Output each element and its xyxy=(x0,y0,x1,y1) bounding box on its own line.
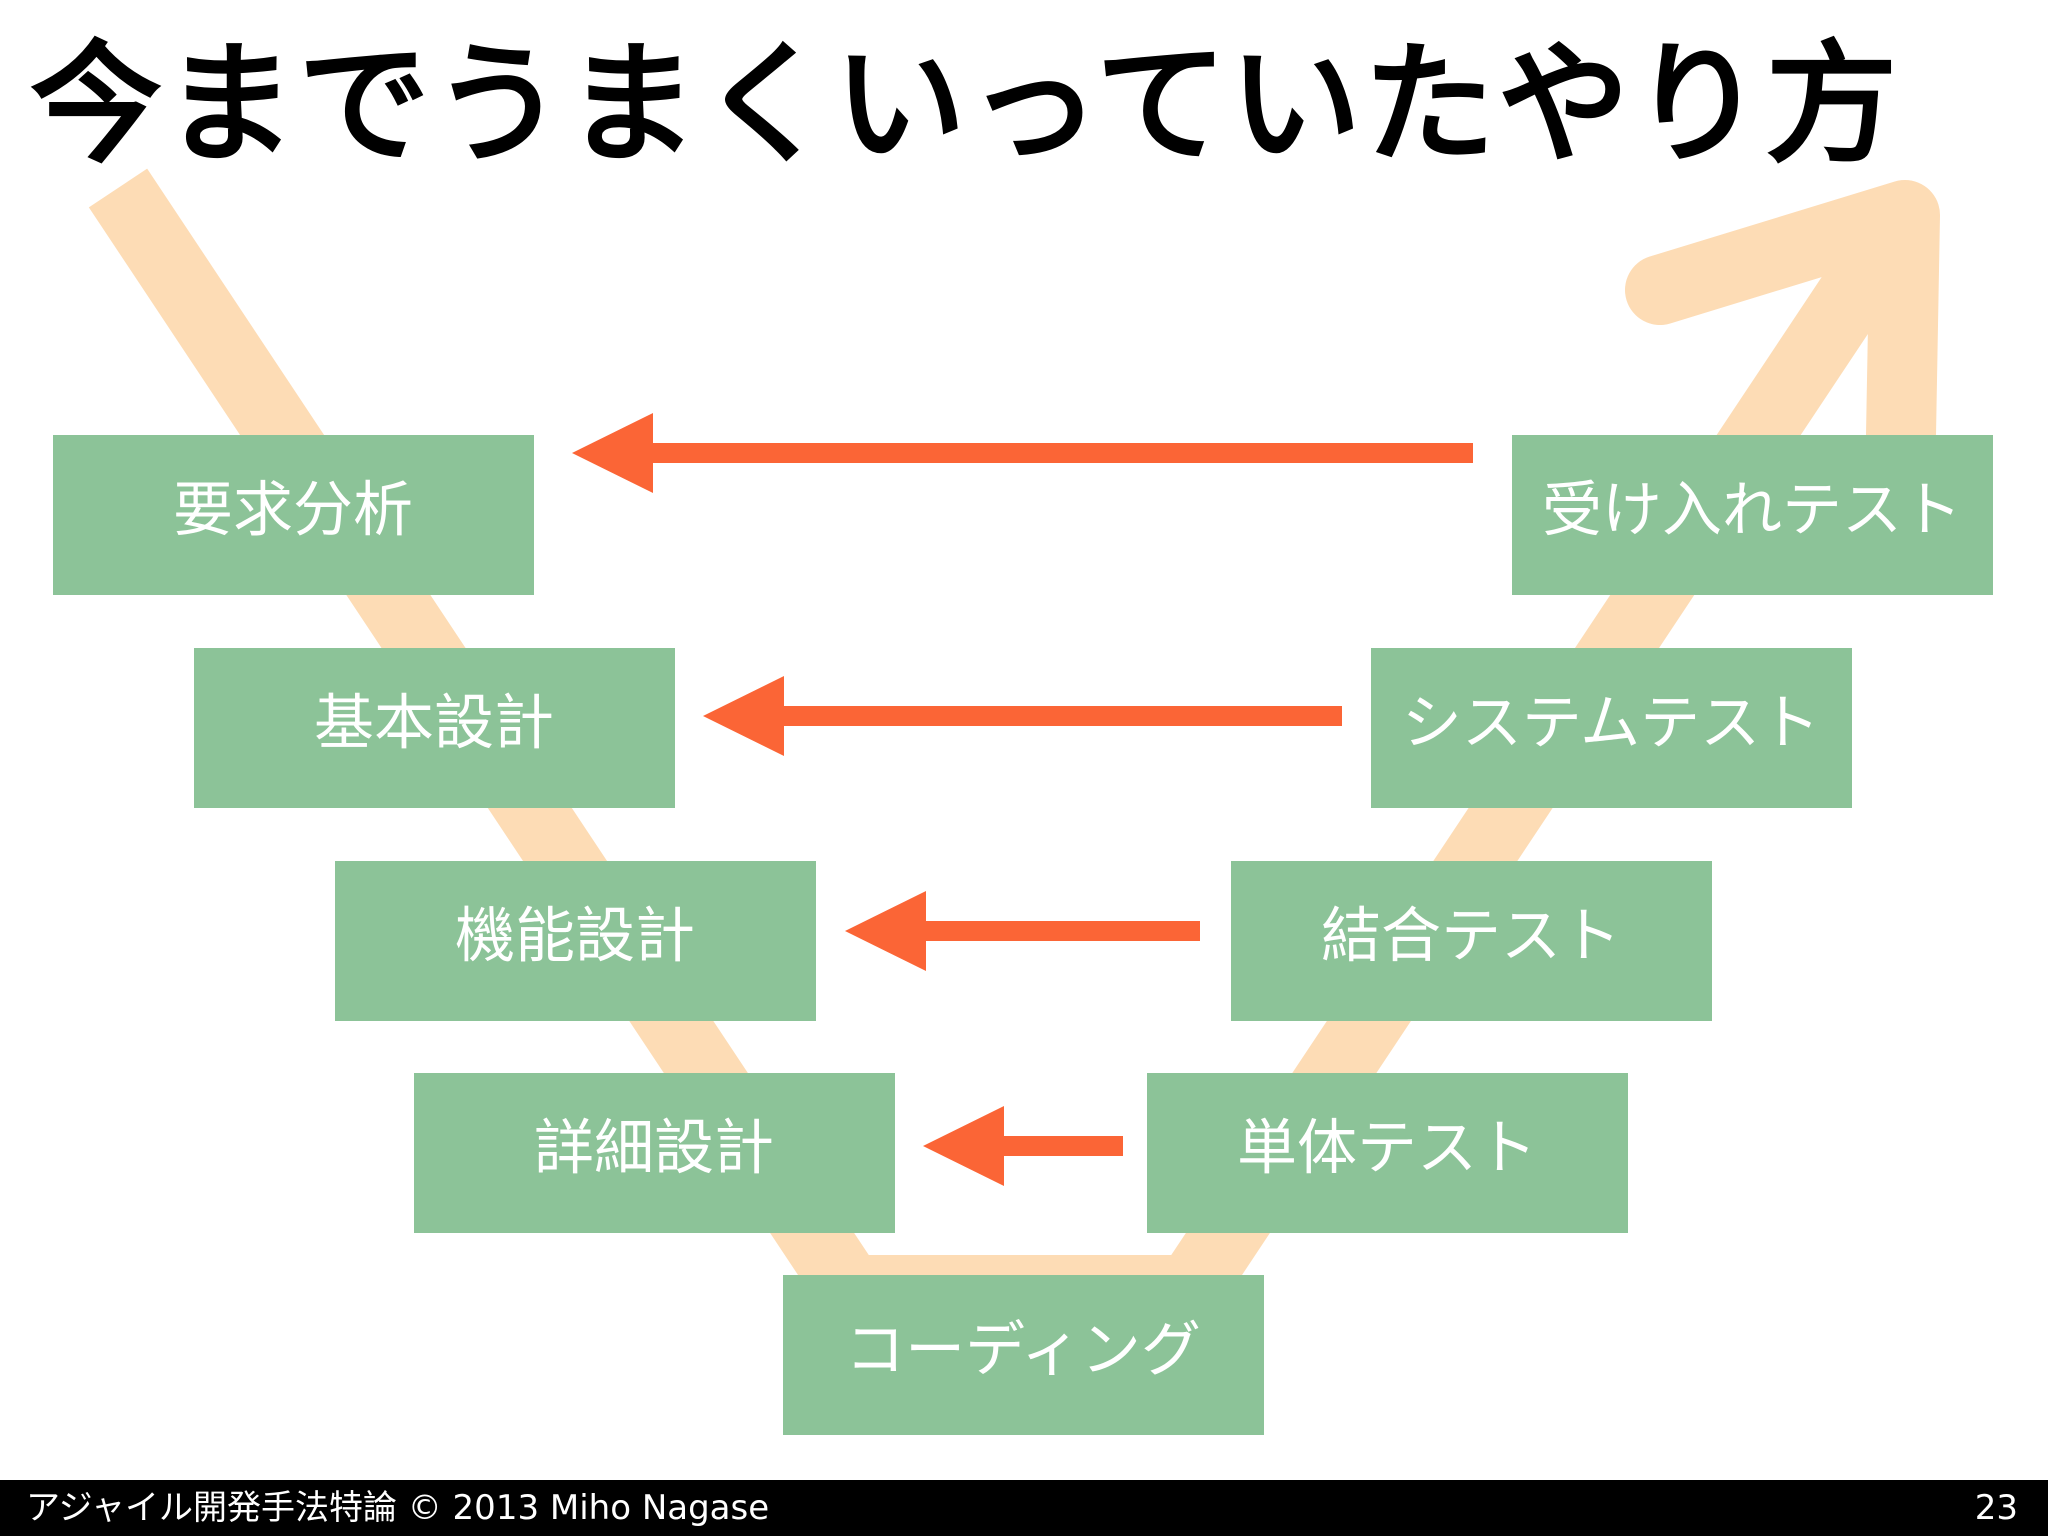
arrow-system-to-basic xyxy=(703,676,1342,756)
box-integration-test: 結合テスト xyxy=(1231,861,1712,1021)
box-coding: コーディング xyxy=(783,1275,1264,1435)
box-acceptance-test: 受け入れテスト xyxy=(1512,435,1993,595)
page-number: 23 xyxy=(1974,1488,2018,1528)
verification-arrows xyxy=(572,413,1473,1186)
box-functional-design: 機能設計 xyxy=(335,861,816,1021)
arrow-unit-to-detailed xyxy=(923,1106,1123,1186)
footer-bar: アジャイル開発手法特論 © 2013 Miho Nagase 23 xyxy=(0,1480,2048,1536)
footer-credit: アジャイル開発手法特論 © 2013 Miho Nagase xyxy=(26,1488,770,1528)
v-path-arrowhead xyxy=(1625,180,1940,525)
box-label: 機能設計 xyxy=(455,902,695,972)
box-unit-test: 単体テスト xyxy=(1147,1073,1628,1233)
arrow-integration-to-functional xyxy=(845,891,1200,971)
box-requirements-analysis: 要求分析 xyxy=(53,435,534,595)
box-basic-design: 基本設計 xyxy=(194,648,675,808)
box-label: 結合テスト xyxy=(1321,902,1621,972)
box-detailed-design: 詳細設計 xyxy=(414,1073,895,1233)
box-label: システムテスト xyxy=(1402,689,1820,759)
box-label: 受け入れテスト xyxy=(1542,476,1962,546)
slide-title: 今までうまくいっていたやり方 xyxy=(30,28,1900,182)
box-label: 要求分析 xyxy=(173,476,413,546)
box-system-test: システムテスト xyxy=(1371,648,1852,808)
box-label: コーディング xyxy=(845,1316,1201,1386)
arrow-acceptance-to-requirements xyxy=(572,413,1473,493)
box-label: 単体テスト xyxy=(1237,1114,1537,1184)
box-label: 基本設計 xyxy=(314,689,554,759)
box-label: 詳細設計 xyxy=(534,1114,774,1184)
